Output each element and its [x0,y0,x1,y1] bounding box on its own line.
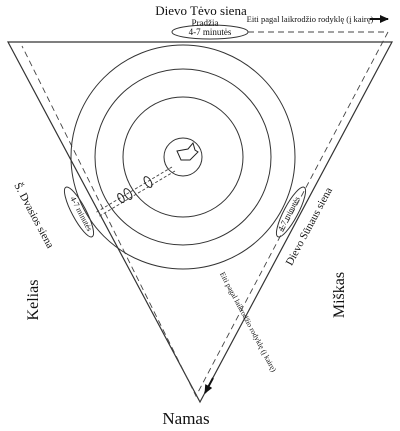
left-wall-label: Š. Dvasios siena [11,181,56,251]
outside-bottom-label: Namas [162,409,209,428]
inner-circle [122,96,244,218]
right-duration-oval [275,186,307,238]
outside-left-label: Kelias [25,280,42,321]
outer-circle [70,44,296,270]
path-direction-note: Eiti pagal laikrodžio rodyklę (į kairę) [218,270,279,373]
direction-note-top: Eiti pagal laikrodžio rodyklę (į kairę) [247,14,374,24]
middle-circle [94,68,272,246]
start-label: Pradžia [192,18,219,28]
top-wall-title: Dievo Tėvo siena [155,3,247,18]
gate-marker [123,188,133,200]
direction-arrow-bottom [204,377,214,394]
gate-marker [117,192,125,204]
entry-path-line [94,166,173,214]
gate-marker [143,176,153,188]
center-figure-icon [176,141,199,161]
labyrinth-triangle [7,41,393,404]
walking-path [21,31,389,397]
entry-path-line-2 [97,170,176,218]
start-duration: 4-7 minutės [189,27,232,37]
outside-right-label: Miškas [331,272,348,318]
left-duration-oval [63,186,95,238]
center-circle [163,137,203,177]
